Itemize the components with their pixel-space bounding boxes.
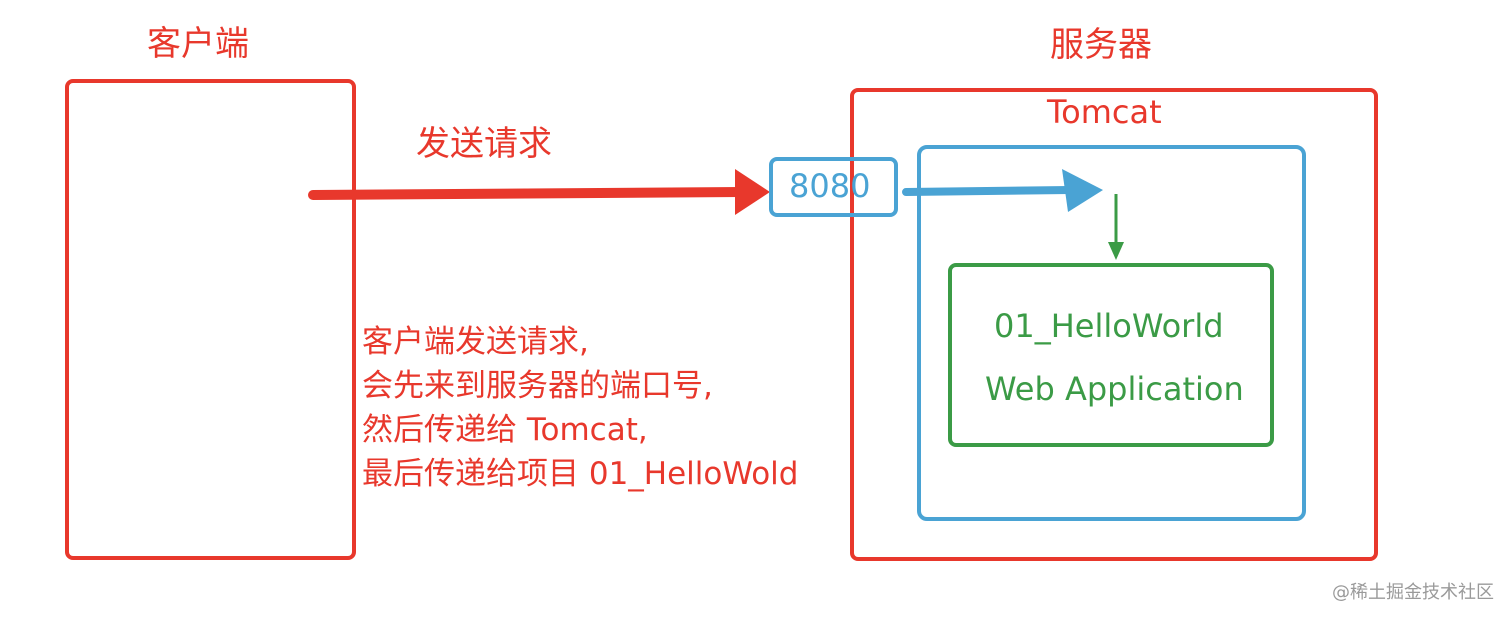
tomcat-box — [917, 145, 1306, 521]
note-line: 会先来到服务器的端口号, — [362, 368, 713, 404]
watermark: @稀土掘金技术社区 — [1332, 582, 1494, 603]
client-title: 客户端 — [147, 24, 249, 64]
app-name-label: 01_HelloWorld — [994, 307, 1224, 345]
tomcat-to-app-arrow — [1108, 194, 1124, 260]
port-box — [769, 157, 898, 217]
note-line: 然后传递给 Tomcat, — [362, 412, 648, 448]
note-line: 最后传递给项目 01_HelloWold — [362, 456, 799, 492]
note-line: 客户端发送请求, — [362, 324, 589, 360]
request-arrow — [308, 169, 770, 215]
send-request-label: 发送请求 — [416, 124, 552, 164]
port-label: 8080 — [789, 167, 871, 205]
app-type-label: Web Application — [985, 370, 1244, 408]
web-application-box — [948, 263, 1274, 447]
explanation-note: 客户端发送请求, 会先来到服务器的端口号, 然后传递给 Tomcat, 最后传递… — [362, 320, 798, 496]
client-box — [65, 79, 356, 560]
server-box — [850, 88, 1378, 561]
port-to-tomcat-arrow — [902, 169, 1103, 212]
tomcat-label: Tomcat — [1047, 93, 1162, 131]
server-title: 服务器 — [1050, 25, 1152, 65]
